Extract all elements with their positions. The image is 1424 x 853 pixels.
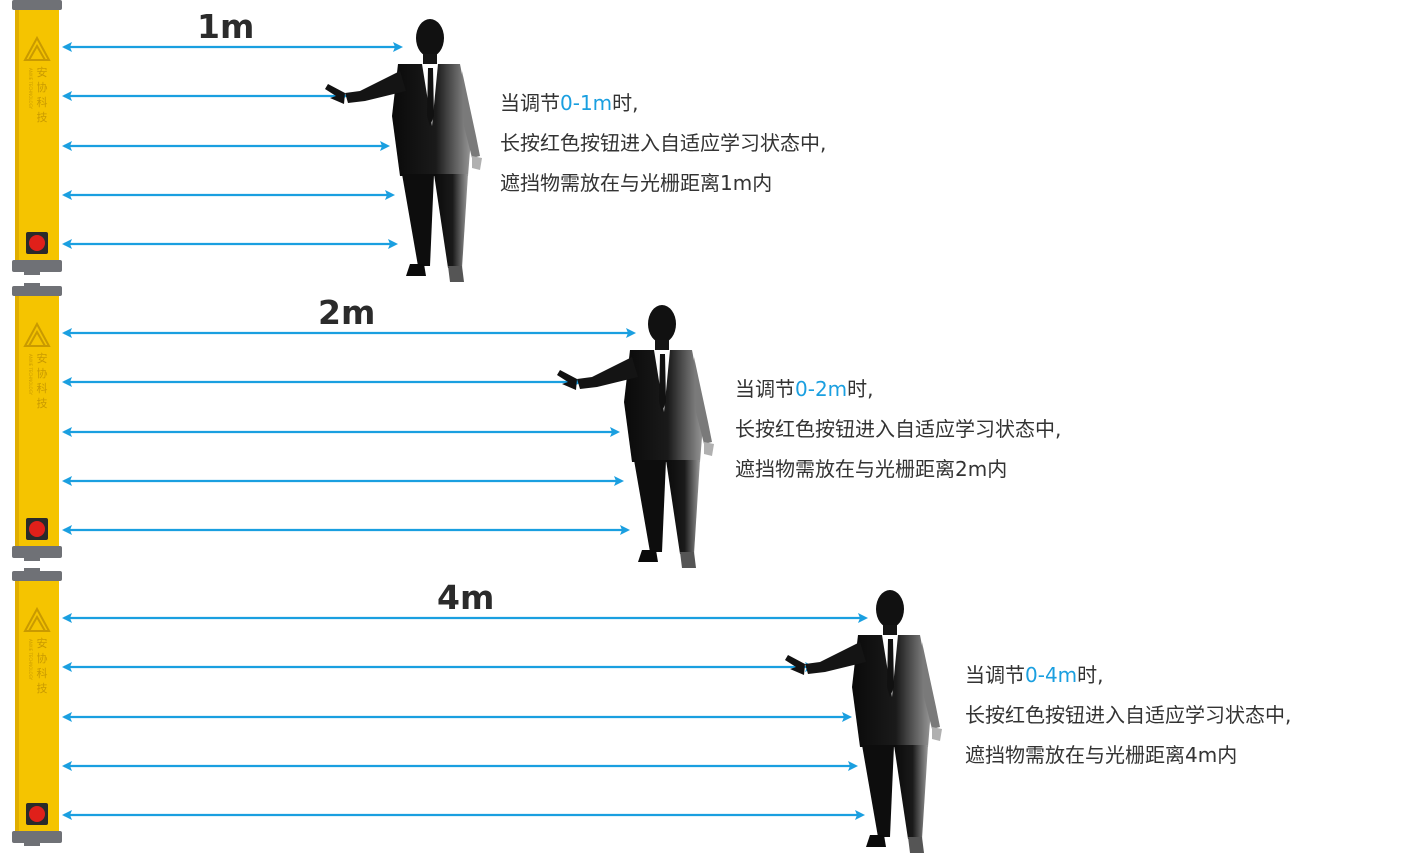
light-beam-arrow (62, 761, 858, 771)
person-silhouette-icon (325, 19, 482, 282)
brand-subtext: ANXIE TECHNOLOGY (28, 639, 33, 680)
instruction-line-1: 当调节0-2m时, (735, 377, 874, 401)
light-beam-arrow (62, 712, 852, 722)
light-beam-arrow (62, 190, 395, 200)
brand-char: 技 (37, 111, 48, 124)
distance-label: 1m (197, 7, 255, 46)
person-silhouette-icon (557, 305, 714, 568)
brand-char: 科 (37, 95, 48, 109)
instruction-line-2: 长按红色按钮进入自适应学习状态中, (500, 131, 827, 155)
instruction-line-3: 遮挡物需放在与光栅距离1m内 (500, 171, 773, 195)
red-square-button-icon (26, 518, 48, 540)
range-highlight: 0-1m (560, 91, 613, 115)
light-beam-arrow (62, 91, 348, 101)
triangle-logo-icon (23, 321, 51, 347)
brand-subtext: ANXIE TECHNOLOGY (28, 354, 33, 395)
instruction-line-2: 长按红色按钮进入自适应学习状态中, (735, 417, 1062, 441)
light-beam-arrow (62, 427, 620, 437)
instruction-line-2: 长按红色按钮进入自适应学习状态中, (965, 703, 1292, 727)
brand-char: 协 (37, 651, 48, 665)
light-beam-arrow (62, 810, 865, 820)
light-beam-arrow (62, 662, 815, 672)
light-beam-arrow (62, 476, 624, 486)
range-highlight: 0-2m (795, 377, 848, 401)
distance-label: 2m (318, 293, 376, 332)
instruction-line-3: 遮挡物需放在与光栅距离4m内 (965, 743, 1238, 767)
light-beam-arrow (62, 377, 582, 387)
instruction-text: 当调节0-4m时, 长按红色按钮进入自适应学习状态中, 遮挡物需放在与光栅距离4… (965, 655, 1291, 775)
distance-label: 4m (437, 578, 495, 617)
instruction-line-1: 当调节0-1m时, (500, 91, 639, 115)
brand-char: 协 (37, 80, 48, 94)
red-square-button-icon (26, 232, 48, 254)
triangle-logo-icon (23, 35, 51, 61)
light-beam-arrow (62, 613, 868, 623)
instruction-text: 当调节0-1m时, 长按红色按钮进入自适应学习状态中, 遮挡物需放在与光栅距离1… (500, 83, 826, 203)
panel-2m: 安协科技 ANXIE TECHNOLOGY 2m 当调节0-2m时, 长按红色按钮… (0, 283, 1424, 568)
light-beam-arrow (62, 42, 403, 52)
brand-char: 技 (37, 397, 48, 410)
brand-char: 技 (37, 682, 48, 695)
triangle-logo-icon (23, 606, 51, 632)
range-highlight: 0-4m (1025, 663, 1078, 687)
brand-char: 安 (37, 65, 48, 79)
red-square-button-icon (26, 803, 48, 825)
brand-char: 科 (37, 381, 48, 395)
panel-4m: 安协科技 ANXIE TECHNOLOGY 4m 当调节0-4m时, 长按红色按钮… (0, 568, 1424, 853)
light-beam-arrow (62, 239, 398, 249)
brand-subtext: ANXIE TECHNOLOGY (28, 68, 33, 109)
brand-char: 安 (37, 351, 48, 365)
brand-char: 安 (37, 636, 48, 650)
brand-char: 科 (37, 666, 48, 680)
instruction-line-3: 遮挡物需放在与光栅距离2m内 (735, 457, 1008, 481)
light-beam-arrow (62, 525, 630, 535)
brand-char: 协 (37, 366, 48, 380)
light-beam-arrow (62, 328, 636, 338)
instruction-line-1: 当调节0-4m时, (965, 663, 1104, 687)
instruction-text: 当调节0-2m时, 长按红色按钮进入自适应学习状态中, 遮挡物需放在与光栅距离2… (735, 369, 1061, 489)
person-silhouette-icon (785, 590, 942, 853)
light-beam-arrow (62, 141, 390, 151)
panel-1m: 安协科技 ANXIE TECHNOLOGY 1m 当调节0-1m时, 长按红色按钮… (0, 0, 1424, 282)
